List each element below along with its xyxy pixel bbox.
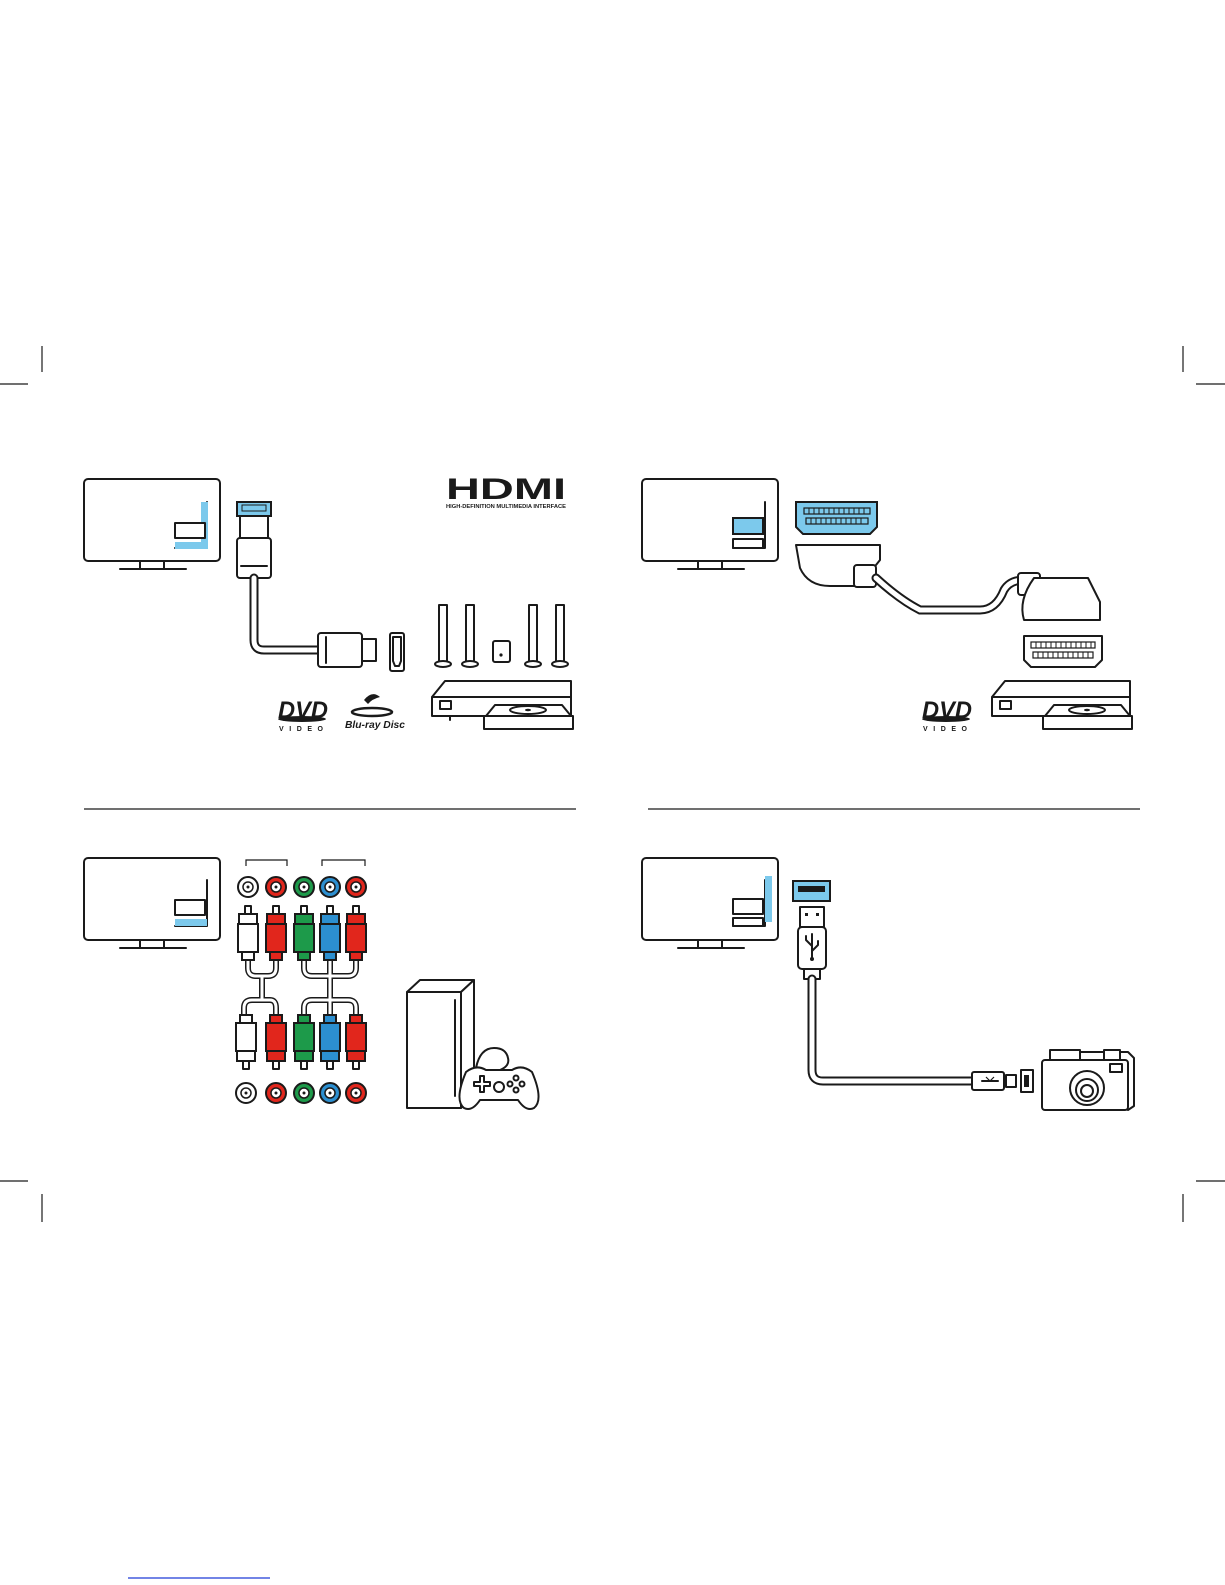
scart-port-icon [1024, 636, 1102, 667]
dvd-video-label: VIDEO [923, 726, 968, 733]
panel-scart: DVD VIDEO [642, 479, 1132, 733]
home-theater-speakers-icon [435, 605, 568, 667]
tv-icon [642, 479, 778, 569]
dvd-player-icon [432, 681, 573, 729]
camera-icon [1042, 1050, 1134, 1110]
dvd-video-label: VIDEO [279, 726, 324, 733]
rca-cable-bundle [244, 960, 356, 1015]
hdmi-wordmark: HDMI [446, 473, 566, 506]
tv-icon [84, 479, 220, 569]
hdmi-tagline: HIGH-DEFINITION MULTIMEDIA INTERFACE [446, 504, 567, 510]
dvd-video-logo: DVD VIDEO [278, 697, 328, 733]
usb-a-plug-icon [793, 881, 830, 979]
rca-group-brackets [246, 860, 365, 866]
hdmi-port-icon [390, 633, 404, 671]
rca-plug-icon [238, 906, 366, 960]
rca-jack-row-icon [236, 1083, 366, 1103]
bluray-wordmark: Blu-ray Disc [345, 720, 405, 731]
hdmi-plug-icon [237, 502, 376, 667]
dvd-player-icon [992, 681, 1132, 729]
tv-icon [84, 858, 220, 948]
scart-plug-icon [796, 502, 1100, 620]
panel-usb [642, 858, 1134, 1110]
usb-cable [812, 979, 972, 1081]
tv-icon [642, 858, 778, 948]
hdmi-logo: HDMI HIGH-DEFINITION MULTIMEDIA INTERFAC… [446, 473, 567, 510]
bluray-disc-icon [364, 694, 380, 704]
panel-component [84, 858, 539, 1109]
rca-plug-icon [236, 1015, 366, 1069]
dvd-video-logo: DVD VIDEO [922, 697, 972, 733]
bluray-logo: Blu-ray Disc [345, 694, 405, 731]
mini-usb-plug-icon [972, 1070, 1033, 1092]
rca-jack-row-icon [238, 877, 366, 897]
panel-hdmi: HDMI HIGH-DEFINITION MULTIMEDIA INTERFAC… [84, 473, 573, 733]
